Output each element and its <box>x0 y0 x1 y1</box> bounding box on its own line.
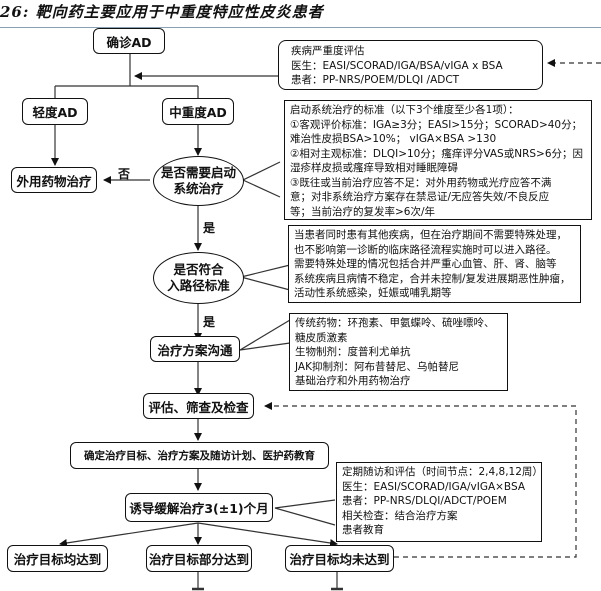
note-line: 糖皮质激素 <box>295 331 348 344</box>
note-line: 生物制剂：度普利尤单抗 <box>295 346 411 358</box>
note-line: 意；对非系统治疗方案存在禁忌证/无应答失效/不良反应 <box>290 191 550 203</box>
decision-meet-pathway-line2: 入路径标准 <box>167 278 230 293</box>
edge-induction-to-notmet <box>197 522 338 547</box>
note-line: 相关检查：结合治疗方案 <box>342 509 458 522</box>
node-assess-screen-exam: 评估、筛查及检查 <box>143 393 254 419</box>
note-treatment-options: 传统药物：环孢素、甲氨蝶呤、硫唑嘌呤、 糖皮质激素 生物制剂：度普利尤单抗 JA… <box>289 313 508 391</box>
note-pathway-criteria: 当患者同时患有其他疾病，但在治疗期间不需要特殊处理， 也不影响第一诊断的临床路径… <box>288 225 581 303</box>
note-line: 系统疾病且病情不稳定，合并未控制/复发进展期恶性肿瘤， <box>294 272 571 285</box>
edge-label-yes-1: 是 <box>203 221 216 235</box>
note-line: 定期随访和评估（时间节点：2,4,8,12周） <box>342 466 543 478</box>
note-line: 湿疹样皮损或瘙痒导致相对睡眠障碍 <box>290 162 458 174</box>
node-goals-not-met-label: 治疗目标均未达到 <box>289 552 390 567</box>
node-goals-all-met: 治疗目标均达到 <box>7 545 108 572</box>
edge-induction-to-met <box>59 522 199 547</box>
node-define-goals-label: 确定治疗目标、治疗方案及随访计划、医护药教育 <box>84 450 315 462</box>
node-assess-screen-exam-label: 评估、筛查及检查 <box>148 399 249 415</box>
callout-systemic-criteria <box>241 161 281 198</box>
note-line: 患者：PP-NRS/DLQI/ADCT/POEM <box>342 495 507 507</box>
node-mild-ad-label: 轻度AD <box>32 105 78 120</box>
note-severity-assessment: 疾病严重度评估 医生：EASI/SCORAD/IGA/BSA/vIGA x BS… <box>278 40 543 90</box>
node-confirm-ad-label: 确诊AD <box>106 34 152 50</box>
note-line: 患者教育 <box>342 524 384 536</box>
node-goals-not-met: 治疗目标均未达到 <box>285 545 394 572</box>
note-line: 启动系统治疗的标准（以下3个维度至少各1项）： <box>290 104 519 116</box>
node-induction-remission: 诱导缓解治疗3(±1)个月 <box>125 493 273 522</box>
note-line: 需要特殊处理的情况包括合并严重心血管、肝、肾、脑等 <box>294 258 557 270</box>
note-line: 难治性皮损BSA>10%； vIGA×BSA >130 <box>290 133 497 145</box>
figure-title: 26: 靶向药主要应用于中重度特应性皮炎患者 <box>0 3 324 21</box>
note-follow-up: 定期随访和评估（时间节点：2,4,8,12周） 医生：EASI/SCORAD/I… <box>336 462 543 542</box>
note-line: 基础治疗和外用药物治疗 <box>295 375 411 387</box>
node-define-goals: 确定治疗目标、治疗方案及随访计划、医护药教育 <box>70 442 329 469</box>
node-induction-remission-label: 诱导缓解治疗3(±1)个月 <box>129 501 269 516</box>
node-confirm-ad: 确诊AD <box>93 28 165 54</box>
node-topical-treatment-label: 外用药物治疗 <box>16 173 92 189</box>
node-moderate-severe-ad: 中重度AD <box>162 98 234 125</box>
note-line: 传统药物：环孢素、甲氨蝶呤、硫唑嘌呤、 <box>295 317 495 329</box>
edge-label-yes-2: 是 <box>203 315 216 329</box>
note-line: ③既往或当前治疗应答不足：对外用药物或光疗应答不满 <box>290 176 552 189</box>
node-goals-partially-met-label: 治疗目标部分达到 <box>148 552 249 567</box>
note-line: 等；当前治疗的复发率>6次/年 <box>290 205 436 218</box>
note-line: 也不影响第一诊断的临床路径流程实施时可以进入路径。 <box>294 243 557 256</box>
callout-follow-up <box>274 499 336 526</box>
note-line: ②相对主观标准：DLQI>10分；瘙痒评分VAS或NRS>6分；因 <box>290 147 584 160</box>
edge-label-no: 否 <box>118 167 131 181</box>
node-mild-ad: 轻度AD <box>22 98 88 125</box>
decision-meet-pathway-line1: 是否符合 <box>173 262 224 277</box>
note-line: 疾病严重度评估 <box>291 45 365 57</box>
note-line: 患者：PP-NRS/POEM/DLQI /ADCT <box>291 74 460 86</box>
decision-meet-pathway: 是否符合 入路径标准 <box>153 252 244 304</box>
note-line: JAK抑制剂：阿布昔替尼、乌帕替尼 <box>295 360 459 373</box>
node-moderate-severe-ad-label: 中重度AD <box>169 105 227 120</box>
callout-treatment-options <box>239 319 291 351</box>
node-goals-all-met-label: 治疗目标均达到 <box>13 552 102 567</box>
decision-need-systemic: 是否需要启动 系统治疗 <box>153 156 244 206</box>
note-line: ①客观评价标准：IGA≥3分；EASI>15分；SCORAD>40分； <box>290 118 583 131</box>
node-goals-partially-met: 治疗目标部分达到 <box>146 545 252 572</box>
node-treatment-communication: 治疗方案沟通 <box>150 336 240 362</box>
note-line: 活动性系统感染，妊娠或哺乳期等 <box>294 287 452 299</box>
node-topical-treatment: 外用药物治疗 <box>11 167 97 193</box>
note-line: 当患者同时患有其他疾病，但在治疗期间不需要特殊处理， <box>294 229 567 241</box>
edge-dashed-loop <box>264 402 577 558</box>
note-systemic-criteria: 启动系统治疗的标准（以下3个维度至少各1项）： ①客观评价标准：IGA≥3分；E… <box>284 100 592 220</box>
decision-need-systemic-line1: 是否需要启动 <box>160 165 236 180</box>
note-line: 医生：EASI/SCORAD/IGA/vIGA×BSA <box>342 480 525 493</box>
node-treatment-communication-label: 治疗方案沟通 <box>157 342 233 358</box>
decision-need-systemic-line2: 系统治疗 <box>173 181 224 196</box>
callout-pathway-criteria <box>240 264 291 291</box>
note-line: 医生：EASI/SCORAD/IGA/BSA/vIGA x BSA <box>291 59 503 72</box>
title-divider <box>0 27 601 28</box>
